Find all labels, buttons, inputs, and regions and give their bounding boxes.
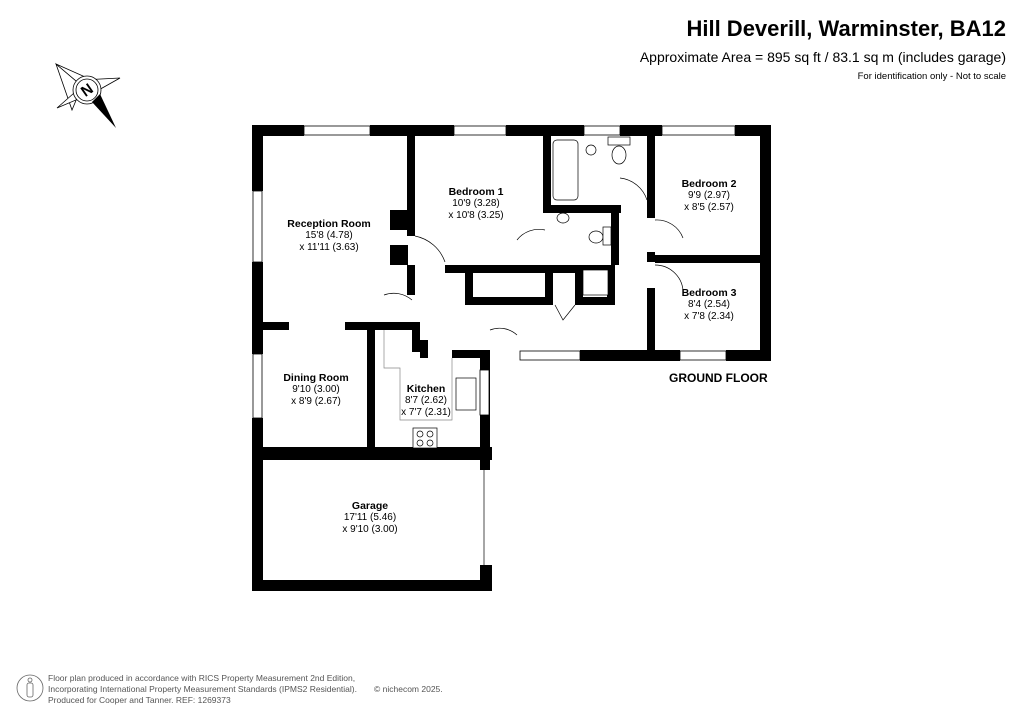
- room-label-bedroom-1: Bedroom 1 10'9 (3.28) x 10'8 (3.25): [448, 186, 504, 221]
- floor-label: GROUND FLOOR: [669, 371, 768, 385]
- room-label-bedroom-3: Bedroom 3 8'4 (2.54) x 7'8 (2.34): [681, 287, 737, 322]
- north-compass-icon: N: [55, 62, 121, 128]
- copyright: © nichecom 2025.: [374, 684, 443, 694]
- room-label-reception: Reception Room 15'8 (4.78) x 11'11 (3.63…: [287, 218, 371, 253]
- room-label-bedroom-2: Bedroom 2 9'9 (2.97) x 8'5 (2.57): [681, 178, 737, 213]
- room-label-kitchen: Kitchen 8'7 (2.62) x 7'7 (2.31): [401, 383, 451, 418]
- room-label-garage: Garage 17'11 (5.46) x 9'10 (3.00): [342, 500, 398, 535]
- property-title: Hill Deverill, Warminster, BA12: [686, 16, 1006, 41]
- room-label-dining-room: Dining Room 9'10 (3.00) x 8'9 (2.67): [283, 372, 349, 407]
- footer-disclaimer: Floor plan produced in accordance with R…: [48, 673, 357, 705]
- scale-disclaimer: For identification only - Not to scale: [857, 71, 1006, 82]
- approximate-area: Approximate Area = 895 sq ft / 83.1 sq m…: [639, 49, 1006, 65]
- person-scale-icon: [16, 674, 44, 702]
